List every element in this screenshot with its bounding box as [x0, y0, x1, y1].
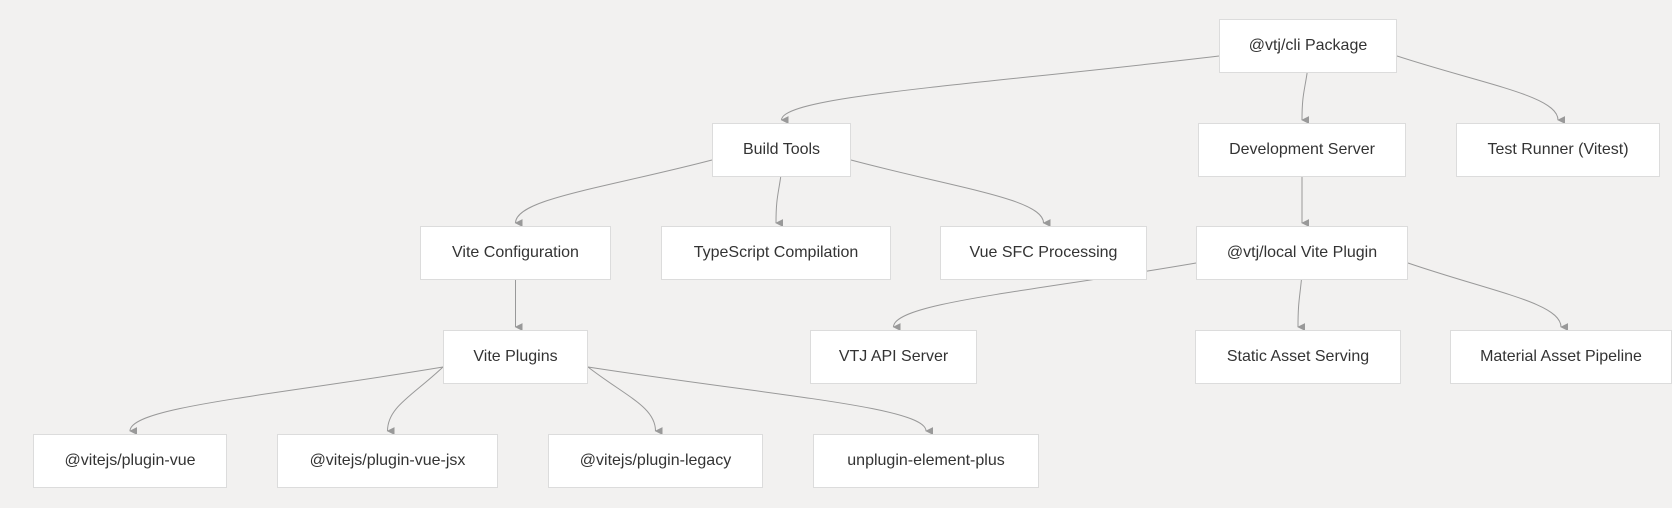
node-vite-plugins: Vite Plugins	[443, 330, 588, 384]
node-cli-package: @vtj/cli Package	[1219, 19, 1397, 73]
edge-local-plugin-to-static-assets	[1297, 279, 1306, 332]
node-material-asset-pipeline: Material Asset Pipeline	[1450, 330, 1672, 384]
node-vite-configuration: Vite Configuration	[420, 226, 611, 280]
node-vue-sfc-processing: Vue SFC Processing	[940, 226, 1147, 280]
node-vtj-local-vite-plugin: @vtj/local Vite Plugin	[1196, 226, 1408, 280]
edge-vite-plugins-to-unplugin-ep	[587, 366, 934, 435]
node-static-asset-serving: Static Asset Serving	[1195, 330, 1401, 384]
edge-build-tools-to-vite-config	[514, 159, 713, 228]
edge-local-plugin-to-material-pipeline	[1407, 262, 1569, 331]
node-plugin-legacy: @vitejs/plugin-legacy	[548, 434, 763, 488]
edge-vite-plugins-to-plugin-legacy	[587, 366, 663, 435]
node-plugin-vue: @vitejs/plugin-vue	[33, 434, 227, 488]
node-unplugin-element-plus: unplugin-element-plus	[813, 434, 1039, 488]
edge-build-tools-to-ts-compile	[775, 176, 784, 228]
edge-vite-plugins-to-plugin-vue	[129, 366, 444, 436]
node-plugin-vue-jsx: @vitejs/plugin-vue-jsx	[277, 434, 498, 488]
node-typescript-compilation: TypeScript Compilation	[661, 226, 891, 280]
node-build-tools: Build Tools	[712, 123, 851, 177]
node-vtj-api-server: VTJ API Server	[810, 330, 977, 384]
node-development-server: Development Server	[1198, 123, 1406, 177]
edge-vite-plugins-to-plugin-vue-jsx	[386, 366, 444, 436]
edge-build-tools-to-vue-sfc	[850, 159, 1051, 227]
edge-cli-to-dev-server	[1301, 72, 1310, 125]
node-test-runner: Test Runner (Vitest)	[1456, 123, 1660, 177]
edge-cli-to-build-tools	[780, 55, 1220, 125]
edge-cli-to-test-runner	[1396, 55, 1566, 124]
